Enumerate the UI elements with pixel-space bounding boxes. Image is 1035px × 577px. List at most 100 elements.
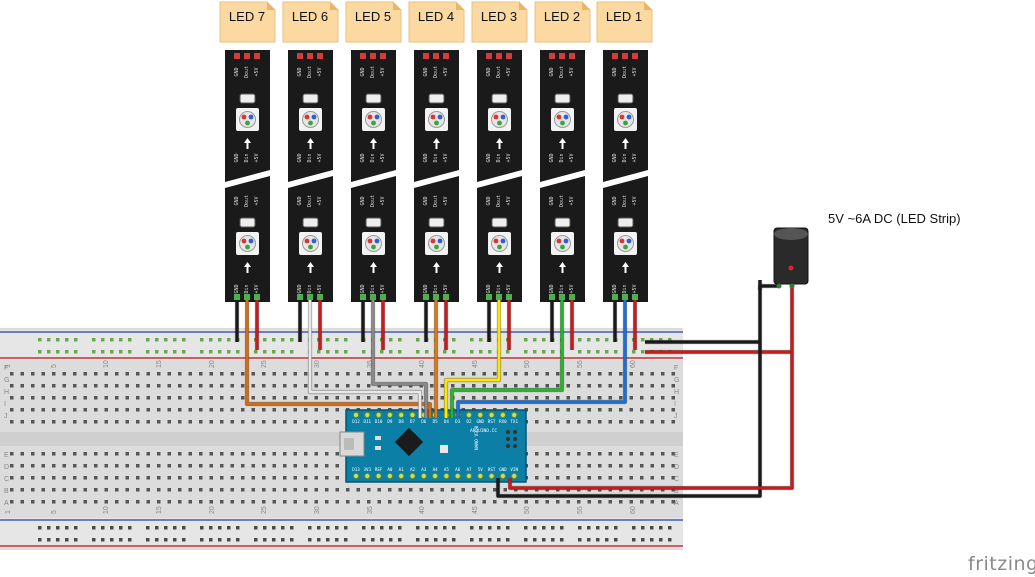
rail-hole	[434, 526, 438, 530]
terminal-hole	[62, 384, 66, 388]
rail-hole	[443, 350, 447, 354]
rail-hole	[587, 538, 591, 542]
terminal-hole	[188, 476, 192, 480]
terminal-hole	[115, 464, 119, 468]
rail-hole	[272, 350, 276, 354]
terminal-hole	[650, 500, 654, 504]
terminal-hole	[73, 372, 77, 376]
led-die-green	[497, 244, 502, 250]
terminal-hole	[199, 500, 203, 504]
rail-hole	[128, 526, 132, 530]
pad-label: Dout	[496, 66, 502, 78]
terminal-hole	[493, 488, 497, 492]
rail-hole	[56, 338, 60, 342]
led-tag-fold	[267, 2, 275, 10]
terminal-hole	[587, 396, 591, 400]
terminal-hole	[167, 464, 171, 468]
led-label: LED 6	[292, 9, 328, 24]
rail-hole	[164, 526, 168, 530]
pad-label: Dout	[433, 66, 439, 78]
pin-label: RX0	[499, 419, 507, 424]
terminal-hole	[598, 384, 602, 388]
rail-hole	[641, 350, 645, 354]
rail-hole	[632, 526, 636, 530]
terminal-hole	[31, 396, 35, 400]
row-letter: A	[4, 500, 9, 507]
terminal-hole	[62, 500, 66, 504]
terminal-hole	[619, 372, 623, 376]
pin-label: VIN	[510, 467, 518, 472]
pad-label: GND	[297, 196, 303, 205]
terminal-hole	[104, 476, 108, 480]
terminal-hole	[136, 420, 140, 424]
column-number: 35	[367, 506, 374, 514]
terminal-hole	[220, 384, 224, 388]
solder-pad	[486, 53, 492, 59]
solder-pad	[506, 294, 512, 300]
terminal-hole	[335, 372, 339, 376]
header-pin	[409, 411, 416, 419]
terminal-hole	[503, 488, 507, 492]
pad-label: GND	[612, 196, 618, 205]
rail-hole	[362, 350, 366, 354]
column-number: 10	[103, 360, 110, 368]
rail-hole	[128, 350, 132, 354]
terminal-hole	[566, 452, 570, 456]
rail-hole	[416, 350, 420, 354]
led-die-green	[308, 244, 313, 250]
model-text: NANO V3.0	[474, 425, 480, 450]
column-number: 1	[5, 364, 12, 368]
terminal-hole	[41, 476, 45, 480]
terminal-hole	[556, 408, 560, 412]
row-letter: I	[674, 401, 676, 408]
rail-hole	[263, 538, 267, 542]
terminal-hole	[608, 384, 612, 388]
solder-pad	[622, 53, 628, 59]
rail-hole	[263, 338, 267, 342]
terminal-hole	[587, 500, 591, 504]
terminal-hole	[41, 452, 45, 456]
rail-hole	[101, 350, 105, 354]
terminal-hole	[10, 500, 14, 504]
terminal-hole	[52, 500, 56, 504]
rail-hole	[488, 350, 492, 354]
rail-hole	[335, 526, 339, 530]
terminal-hole	[377, 396, 381, 400]
header-pin	[499, 411, 506, 419]
terminal-hole	[83, 500, 87, 504]
terminal-hole	[52, 396, 56, 400]
header-pin	[465, 472, 473, 480]
pin-label: A4	[433, 467, 439, 472]
led-tag	[534, 1, 591, 43]
pad-label: GND	[234, 284, 240, 293]
terminal-hole	[52, 408, 56, 412]
terminal-hole	[94, 372, 98, 376]
terminal-hole	[608, 396, 612, 400]
terminal-hole	[577, 476, 581, 480]
terminal-hole	[451, 500, 455, 504]
pad-label: GND	[423, 153, 429, 162]
rail-hole	[182, 526, 186, 530]
terminal-hole	[356, 500, 360, 504]
terminal-hole	[524, 396, 528, 400]
data-wire-led-3	[444, 300, 501, 418]
terminal-hole	[388, 372, 392, 376]
terminal-hole	[41, 500, 45, 504]
data-wire-led-6	[308, 300, 422, 418]
terminal-hole	[482, 372, 486, 376]
rail-hole	[605, 538, 609, 542]
terminal-hole	[157, 408, 161, 412]
pad-label: GND	[297, 153, 303, 162]
terminal-hole	[325, 408, 329, 412]
pad-label: Din	[496, 153, 502, 162]
rail-hole	[281, 538, 285, 542]
terminal-hole	[503, 384, 507, 388]
column-number: 15	[156, 360, 163, 368]
pin-label: A2	[410, 467, 416, 472]
pad-label: +5V	[632, 196, 638, 205]
rail-hole	[443, 526, 447, 530]
terminal-hole	[556, 464, 560, 468]
header-pin	[386, 472, 393, 480]
terminal-hole	[230, 488, 234, 492]
rail-hole	[506, 350, 510, 354]
